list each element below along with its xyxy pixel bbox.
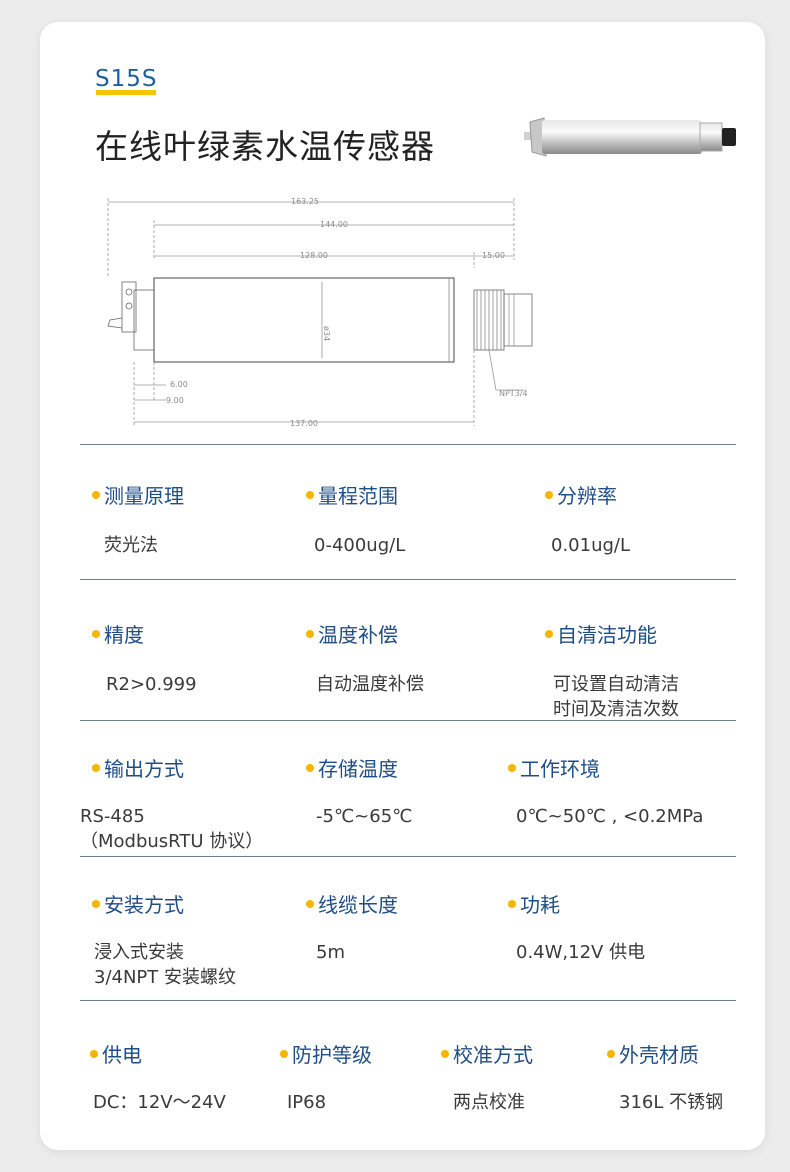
model-number: S15S [95,66,158,92]
divider [80,856,736,857]
spec-value: IP68 [287,1092,327,1113]
spec-value: 0.01ug/L [551,535,631,556]
spec-self-cleaning: 自清洁功能 可设置自动清洁 时间及清洁次数 [545,619,679,722]
bullet-dot [508,763,516,772]
dim-bottom: 137.00 [290,419,318,428]
spec-range: 量程范围 0-400ug/L [306,480,405,558]
spec-working-environment: 工作环境 0℃~50℃ , <0.2MPa [508,753,703,829]
sensor-photo [524,117,736,157]
spec-label: 分辨率 [557,484,617,508]
spec-value: RS-485 （ModbusRTU 协议） [80,806,264,852]
spec-output: 输出方式 RS-485 （ModbusRTU 协议） [80,753,263,854]
spec-value: 可设置自动清洁 时间及清洁次数 [553,674,679,720]
spec-label: 存储温度 [318,757,398,781]
spec-value: 0℃~50℃ , <0.2MPa [516,806,704,827]
bullet-dot [508,899,516,908]
bullet-dot [92,763,100,772]
spec-power-supply: 供电 DC：12V～24V [90,1039,226,1115]
divider [80,1000,736,1001]
spec-label: 安装方式 [104,893,184,917]
spec-protection-level: 防护等级 IP68 [280,1039,372,1115]
product-card [40,22,765,1150]
bullet-dot [90,1049,98,1058]
spec-label: 温度补偿 [318,623,398,647]
bullet-dot [441,1049,449,1058]
spec-housing-material: 外壳材质 316L 不锈钢 [607,1039,723,1115]
spec-value: -5℃~65℃ [316,806,413,827]
spec-value: R2>0.999 [106,674,197,695]
spec-value: 自动温度补偿 [316,674,424,695]
spec-value: 浸入式安装 3/4NPT 安装螺纹 [94,942,237,988]
dim-thread-type: NPT3/4 [499,389,528,398]
bullet-dot [545,490,553,499]
divider [80,444,736,445]
bullet-dot [92,490,100,499]
spec-cable-length: 线缆长度 5m [306,889,398,965]
spec-label: 外壳材质 [619,1043,699,1067]
spec-value: 荧光法 [104,535,158,556]
spec-calibration: 校准方式 两点校准 [441,1039,533,1115]
bullet-dot [545,629,553,638]
spec-value: DC：12V～24V [93,1092,226,1113]
spec-value: 0.4W,12V 供电 [516,942,646,963]
spec-label: 供电 [102,1043,142,1067]
model-underline [96,90,156,95]
spec-value: 316L 不锈钢 [619,1092,724,1113]
spec-storage-temp: 存储温度 -5℃~65℃ [306,753,412,829]
spec-resolution: 分辨率 0.01ug/L [545,480,630,558]
spec-installation: 安装方式 浸入式安装 3/4NPT 安装螺纹 [92,889,236,990]
spec-temp-compensation: 温度补偿 自动温度补偿 [306,619,424,697]
spec-value: 0-400ug/L [314,535,406,556]
bullet-dot [92,899,100,908]
spec-power-consumption: 功耗 0.4W,12V 供电 [508,889,645,965]
spec-label: 工作环境 [520,757,600,781]
spec-label: 测量原理 [104,484,184,508]
spec-label: 输出方式 [104,757,184,781]
bullet-dot [306,763,314,772]
bullet-dot [92,629,100,638]
dim-thread: 15.00 [482,251,505,260]
dim-body: 128.00 [300,251,328,260]
dim-cable-offset-a: 6.00 [170,380,188,389]
dim-cable-offset-b: 9.00 [166,396,184,405]
bullet-dot [280,1049,288,1058]
dim-body-plus-thread: 144.00 [320,220,348,229]
bullet-dot [306,899,314,908]
product-title: 在线叶绿素水温传感器 [95,127,435,166]
dim-total: 163.25 [291,197,319,206]
spec-label: 功耗 [520,893,560,917]
dimension-drawing: 163.25 144.00 128.00 15.00 ø34 NPT3/4 6.… [107,197,533,428]
spec-label: 自清洁功能 [557,623,657,647]
spec-label: 线缆长度 [318,893,398,917]
dim-diameter: ø34 [322,326,331,341]
spec-label: 防护等级 [292,1043,372,1067]
divider [80,579,736,580]
bullet-dot [306,629,314,638]
spec-measurement-principle: 测量原理 荧光法 [92,480,184,558]
bullet-dot [607,1049,615,1058]
spec-label: 量程范围 [318,484,398,508]
divider [80,720,736,721]
spec-label: 精度 [104,623,144,647]
spec-value: 5m [316,942,345,963]
spec-accuracy: 精度 R2>0.999 [92,619,197,697]
bullet-dot [306,490,314,499]
spec-value: 两点校准 [453,1092,525,1113]
spec-label: 校准方式 [453,1043,533,1067]
